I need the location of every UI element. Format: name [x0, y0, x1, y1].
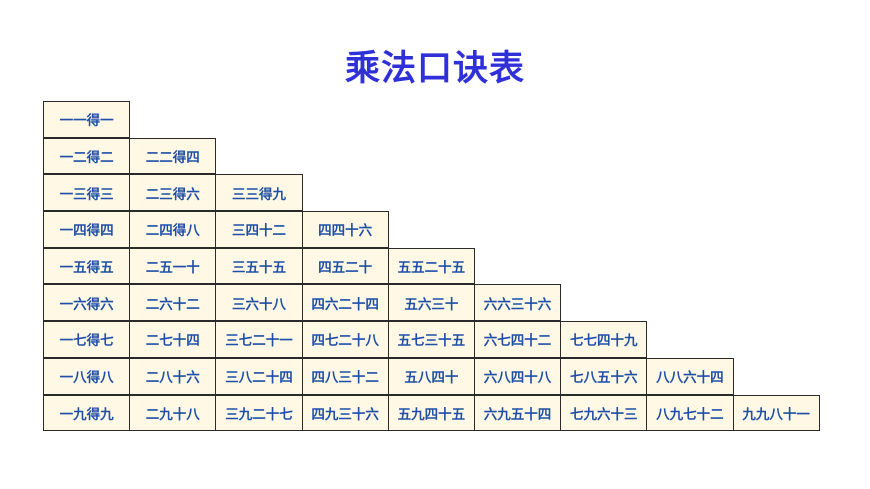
- table-cell: 一五得五: [43, 247, 131, 285]
- table-cell: 八九七十二: [646, 394, 734, 432]
- table-cell: 二七十四: [129, 321, 217, 358]
- table-row: 一四得四二四得八三四十二四四十六: [43, 211, 819, 248]
- table-cell: 二四得八: [129, 211, 217, 248]
- table-cell: 二五一十: [129, 247, 217, 285]
- table-cell: 五五二十五: [387, 247, 475, 285]
- table-cell: 三五十五: [215, 247, 303, 285]
- table-cell: 八八六十四: [646, 357, 734, 395]
- table-cell: 七七四十九: [560, 321, 648, 358]
- table-cell: 四八三十二: [301, 357, 389, 395]
- table-row: 一六得六二六十二三六十八四六二十四五六三十六六三十六: [43, 284, 819, 322]
- table-cell: 三七二十一: [215, 321, 303, 358]
- table-cell: 一二得二: [43, 137, 131, 175]
- multiplication-table: 一一得一一二得二二二得四一三得三二三得六三三得九一四得四二四得八三四十二四四十六…: [43, 101, 820, 432]
- table-cell: 二三得六: [129, 174, 217, 212]
- table-cell: 四四十六: [301, 211, 389, 248]
- table-cell: 二九十八: [129, 394, 217, 432]
- table-cell: 一八得八: [43, 357, 131, 395]
- table-cell: 一七得七: [43, 321, 131, 358]
- table-cell: 三六十八: [215, 284, 303, 322]
- table-cell: 二六十二: [129, 284, 217, 322]
- table-cell: 六八四十八: [473, 357, 562, 395]
- table-cell: 六九五十四: [473, 394, 562, 432]
- table-row: 一九得九二九十八三九二十七四九三十六五九四十五六九五十四七九六十三八九七十二九九…: [43, 394, 820, 432]
- table-cell: 三八二十四: [215, 357, 303, 395]
- table-cell: 七九六十三: [560, 394, 648, 432]
- table-cell: 四七二十八: [301, 321, 389, 358]
- table-cell: 三四十二: [215, 211, 303, 248]
- table-cell: 七八五十六: [560, 357, 648, 395]
- table-cell: 五七三十五: [387, 321, 475, 358]
- table-row: 一五得五二五一十三五十五四五二十五五二十五: [43, 247, 819, 285]
- table-row: 一一得一: [43, 101, 819, 138]
- table-cell: 五八四十: [387, 357, 475, 395]
- table-cell: 六七四十二: [473, 321, 562, 358]
- table-cell: 一六得六: [43, 284, 131, 322]
- table-cell: 一四得四: [43, 211, 131, 248]
- table-row: 一八得八二八十六三八二十四四八三十二五八四十六八四十八七八五十六八八六十四: [43, 357, 819, 395]
- table-cell: 一一得一: [43, 101, 131, 138]
- table-cell: 三九二十七: [215, 394, 303, 432]
- table-cell: 四五二十: [301, 247, 389, 285]
- page-title: 乘法口诀表: [344, 48, 525, 89]
- table-cell: 二八十六: [129, 357, 217, 395]
- table-cell: 三三得九: [215, 174, 303, 212]
- table-cell: 六六三十六: [473, 284, 562, 322]
- table-row: 一三得三二三得六三三得九: [43, 174, 819, 212]
- table-cell: 九九八十一: [732, 394, 820, 432]
- table-cell: 四六二十四: [301, 284, 389, 322]
- table-row: 一二得二二二得四: [43, 137, 819, 175]
- table-cell: 一三得三: [43, 174, 131, 212]
- table-cell: 四九三十六: [301, 394, 389, 432]
- table-cell: 五九四十五: [387, 394, 475, 432]
- table-cell: 一九得九: [43, 394, 131, 432]
- table-cell: 五六三十: [387, 284, 475, 322]
- table-cell: 二二得四: [129, 137, 217, 175]
- table-row: 一七得七二七十四三七二十一四七二十八五七三十五六七四十二七七四十九: [43, 321, 819, 358]
